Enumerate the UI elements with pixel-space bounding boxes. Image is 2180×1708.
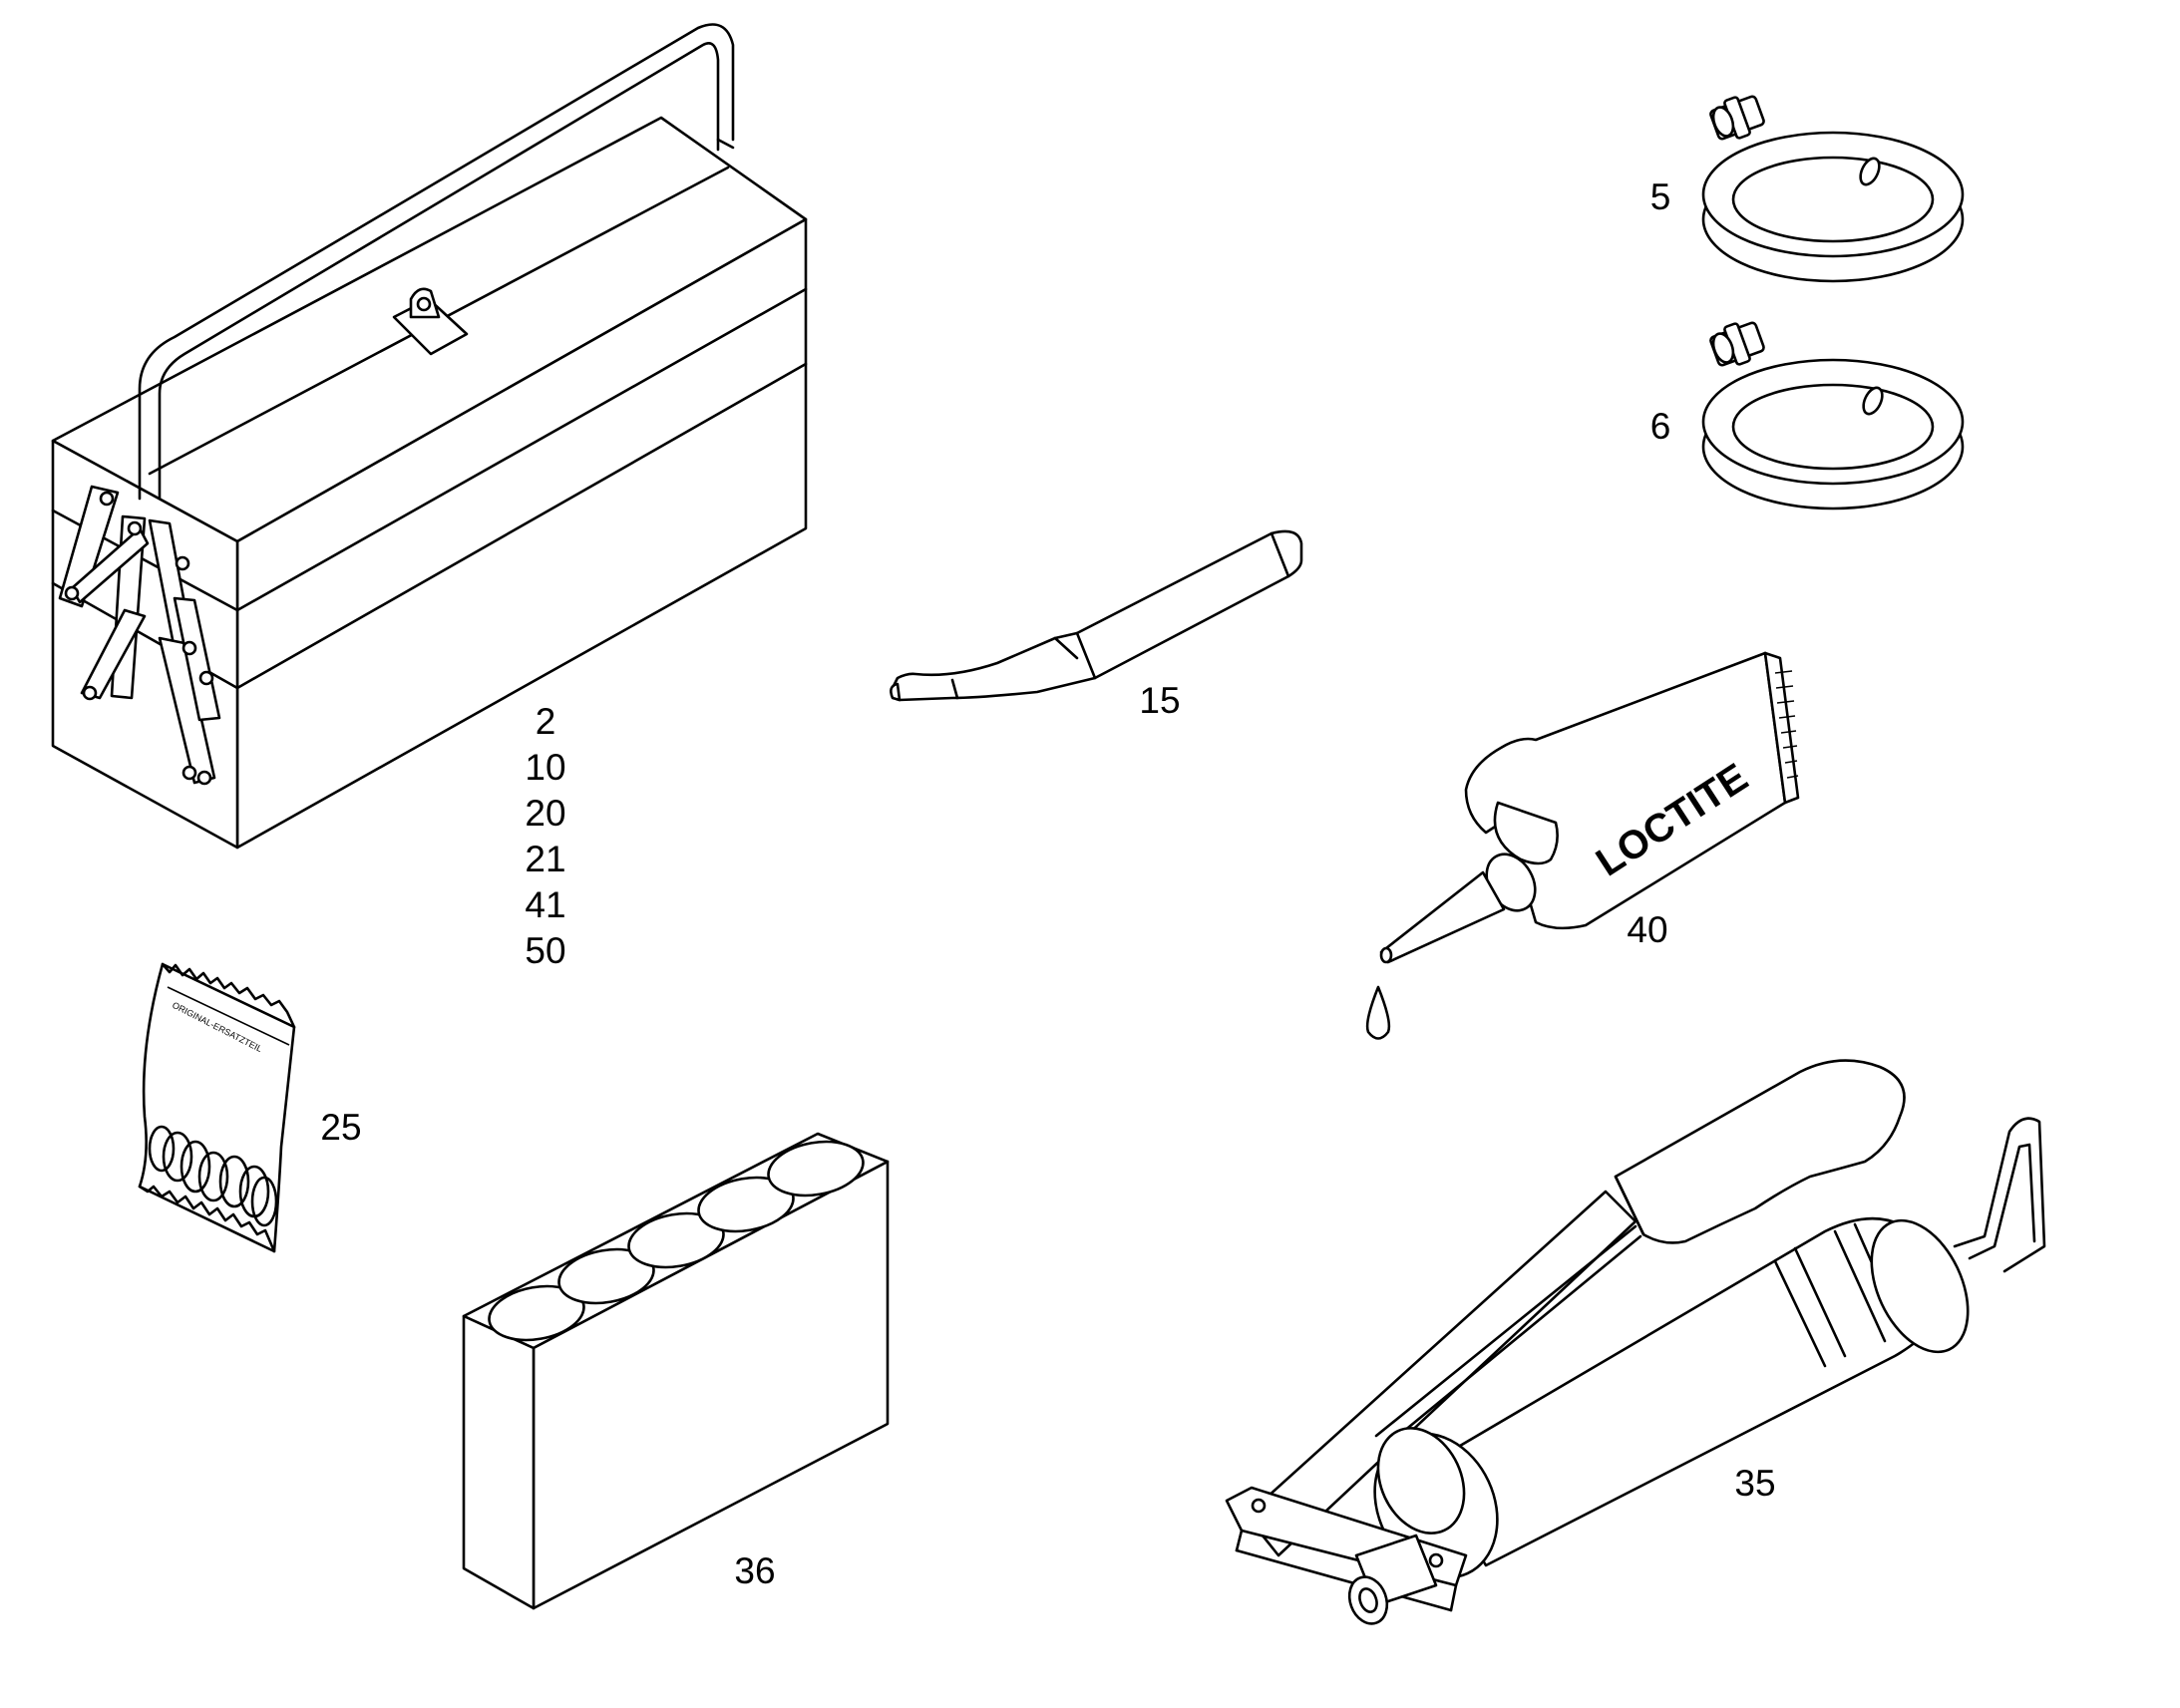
label-36: 36 — [734, 1550, 775, 1591]
label-40: 40 — [1627, 909, 1667, 950]
loctite-tube-illustration: LOCTITE — [1365, 651, 1800, 1040]
label-2: 2 — [536, 701, 556, 742]
hook-wrench-illustration — [890, 529, 1303, 702]
label-25: 25 — [320, 1107, 361, 1148]
toolbox-illustration — [51, 23, 808, 850]
hose-upper-illustration — [1701, 95, 1965, 283]
label-35: 35 — [1734, 1463, 1775, 1504]
label-50: 50 — [525, 930, 565, 971]
cartridge-box-illustration — [462, 1132, 890, 1610]
label-5: 5 — [1650, 176, 1671, 217]
grease-gun-illustration — [1225, 1059, 2046, 1625]
oring-bag-illustration: ORIGINAL-ERSATZTEIL — [138, 962, 296, 1253]
label-20: 20 — [525, 793, 565, 834]
hose-lower-illustration — [1701, 321, 1965, 511]
label-6: 6 — [1650, 406, 1671, 447]
label-15: 15 — [1139, 680, 1180, 721]
label-41: 41 — [525, 884, 565, 925]
toolbox-callout-labels: 2 10 20 21 41 50 — [525, 701, 565, 971]
label-10: 10 — [525, 747, 565, 788]
label-21: 21 — [525, 839, 565, 879]
